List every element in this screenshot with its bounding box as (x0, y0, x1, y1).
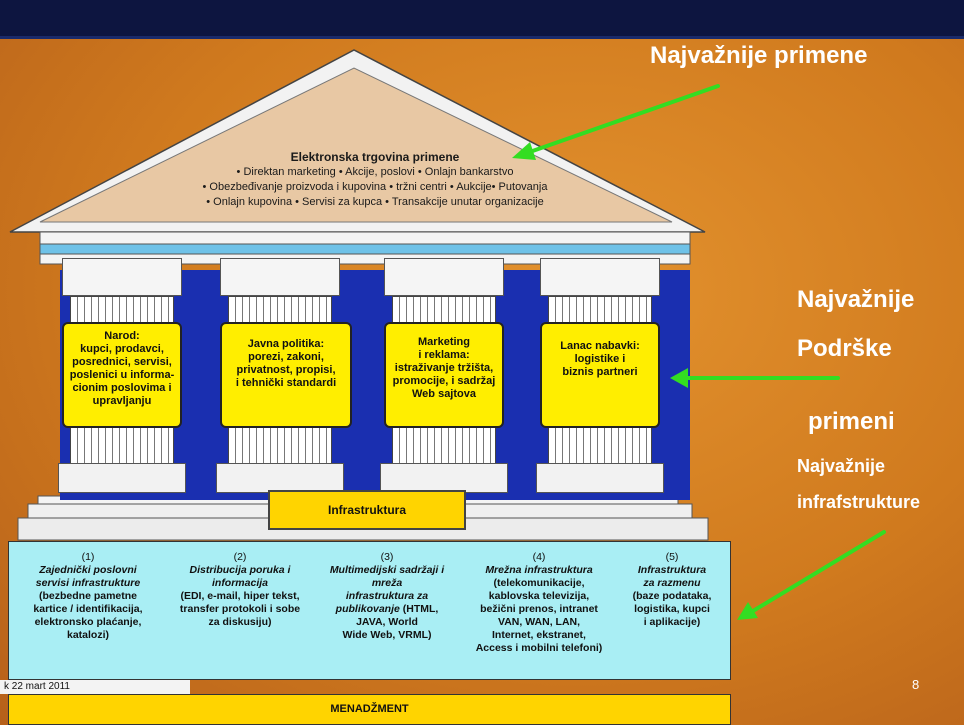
infra-detail: JAVA, World (356, 616, 418, 628)
infra-detail: kartice / identifikacija, (33, 603, 143, 615)
label-main-applications: Najvažnije primene (650, 42, 868, 69)
infra-title: informacija (211, 577, 269, 589)
pillar-box-line: logistike i (574, 353, 626, 365)
label-infrastructure-line-2: infrafstrukture (797, 492, 921, 512)
title-bar-edge (0, 36, 964, 39)
infra-number: (1) (81, 551, 95, 563)
pillar-box-line: Javna politika: (247, 338, 325, 350)
infra-title: Distribucija poruka i (189, 564, 291, 576)
infra-title: za razmenu (643, 577, 701, 589)
pillar-box-public-policy: Javna politika: porezi, zakoni, privatno… (220, 322, 352, 428)
infra-title: mreža (371, 577, 403, 589)
infra-detail: Internet, ekstranet, (492, 629, 586, 641)
arrow-top (522, 84, 720, 156)
pediment-line-3: • Onlajn kupovina • Servisi za kupca • T… (206, 196, 544, 208)
pillar-box-line: cionim poslovima i (72, 382, 172, 394)
infra-detail: kablovska televizija, (488, 590, 590, 602)
page-number: 8 (912, 677, 920, 692)
pillar-capital (384, 258, 504, 296)
pillar-box-line: porezi, zakoni, (248, 351, 324, 363)
pillar-box-line: poslenici u informa- (69, 369, 175, 381)
infra-title: infrastruktura za (345, 590, 429, 602)
infra-detail: (bezbedne pametne (38, 590, 138, 602)
footer-date: k 22 mart 2011 (0, 680, 190, 694)
pediment-line-1: • Direktan marketing • Akcije, poslovi •… (236, 166, 514, 178)
infra-detail: transfer protokoli i sobe (179, 603, 301, 615)
pillar-base (58, 463, 186, 493)
pillar-box-line: posrednici, servisi, (72, 356, 172, 368)
arrowhead-middle (670, 368, 688, 388)
infra-title: Zajednički poslovni (39, 564, 137, 576)
infra-title: servisi infrastrukture (35, 577, 141, 589)
infra-detail: katalozi) (66, 629, 109, 641)
pillar-base (380, 463, 508, 493)
infra-number: (4) (532, 551, 546, 563)
infra-title: Multimedijski sadržaji i (329, 564, 445, 576)
infra-column-4: (4) Mrežna infrastruktura (telekomunikac… (465, 551, 613, 655)
infra-detail: Wide Web, VRML) (342, 629, 432, 641)
infra-detail: bežični prenos, intranet (480, 603, 598, 615)
label-infrastructure-line-1: Najvažnije (797, 456, 886, 476)
pillar-base (536, 463, 664, 493)
infra-detail: (HTML, (402, 603, 439, 615)
pillar-box-line: upravljanju (92, 395, 152, 407)
pillar-box-supply-chain: Lanac nabavki: logistike i biznis partne… (540, 322, 660, 428)
infra-detail: (telekomunikacije, (493, 577, 585, 589)
pillar-box-line: i reklama: (418, 349, 470, 361)
infra-detail: (baze podataka, (632, 590, 712, 602)
infra-title: Infrastruktura (637, 564, 707, 576)
infrastructure-label: Infrastruktura (268, 490, 466, 530)
infra-detail: za diskusiju) (208, 616, 272, 628)
label-support-line-3: primeni (808, 408, 895, 435)
pillar-box-line: i tehnički standardi (235, 377, 337, 389)
pillar-box-line: Marketing (418, 336, 470, 348)
infra-title: Mrežna infrastruktura (485, 564, 593, 576)
label-support-line-2: Podrške (797, 335, 892, 362)
arrowhead-top (512, 142, 536, 160)
pillar-box-marketing: Marketing i reklama: istraživanje tržišt… (384, 322, 504, 428)
arrow-bottom (746, 530, 886, 616)
pillar-box-line: promocije, i sadržaj (392, 375, 496, 387)
infra-detail: VAN, WAN, LAN, (497, 616, 581, 628)
pillar-box-people: Narod: kupci, prodavci, posrednici, serv… (62, 322, 182, 428)
infra-number: (2) (233, 551, 247, 563)
arrowhead-bottom (737, 602, 758, 620)
infra-detail: elektronsko plaćanje, (34, 616, 142, 628)
infra-detail: (EDI, e-mail, hiper tekst, (180, 590, 300, 602)
infra-detail: logistika, kupci (634, 603, 710, 615)
infra-detail: i aplikacije) (643, 616, 701, 628)
infra-number: (3) (380, 551, 394, 563)
infrastructure-block: (1) Zajednički poslovni servisi infrastr… (8, 541, 731, 680)
infra-title: publikovanje (335, 603, 400, 615)
pillar-capital (220, 258, 340, 296)
pillar-box-line: biznis partneri (562, 366, 638, 378)
infra-detail: Access i mobilni telefoni) (475, 642, 603, 654)
pillar-box-line: Narod: (104, 330, 140, 342)
infra-column-5: (5) Infrastruktura za razmenu (baze poda… (619, 551, 725, 629)
infra-title-inline: publikovanje (HTML, (317, 603, 457, 616)
pillar-box-line: Web sajtova (412, 388, 476, 400)
pillar-capital (540, 258, 660, 296)
infra-column-1: (1) Zajednički poslovni servisi infrastr… (13, 551, 163, 642)
label-support-line-1: Najvažnije (797, 286, 915, 313)
pediment-line-2: • Obezbeđivanje proizvoda i kupovina • t… (202, 181, 548, 193)
title-bar (0, 0, 964, 36)
infra-column-2: (2) Distribucija poruka i informacija (E… (169, 551, 311, 629)
pediment-title: Elektronska trgovina primene (290, 150, 460, 164)
pillar-capital (62, 258, 182, 296)
pillar-box-line: kupci, prodavci, (80, 343, 164, 355)
pillar-box-line: istraživanje tržišta, (394, 362, 494, 374)
pillar-box-line: privatnost, propisi, (236, 364, 336, 376)
infra-number: (5) (665, 551, 679, 563)
infra-column-3: (3) Multimedijski sadržaji i mreža infra… (317, 551, 457, 642)
pillar-box-line: Lanac nabavki: (560, 340, 640, 352)
